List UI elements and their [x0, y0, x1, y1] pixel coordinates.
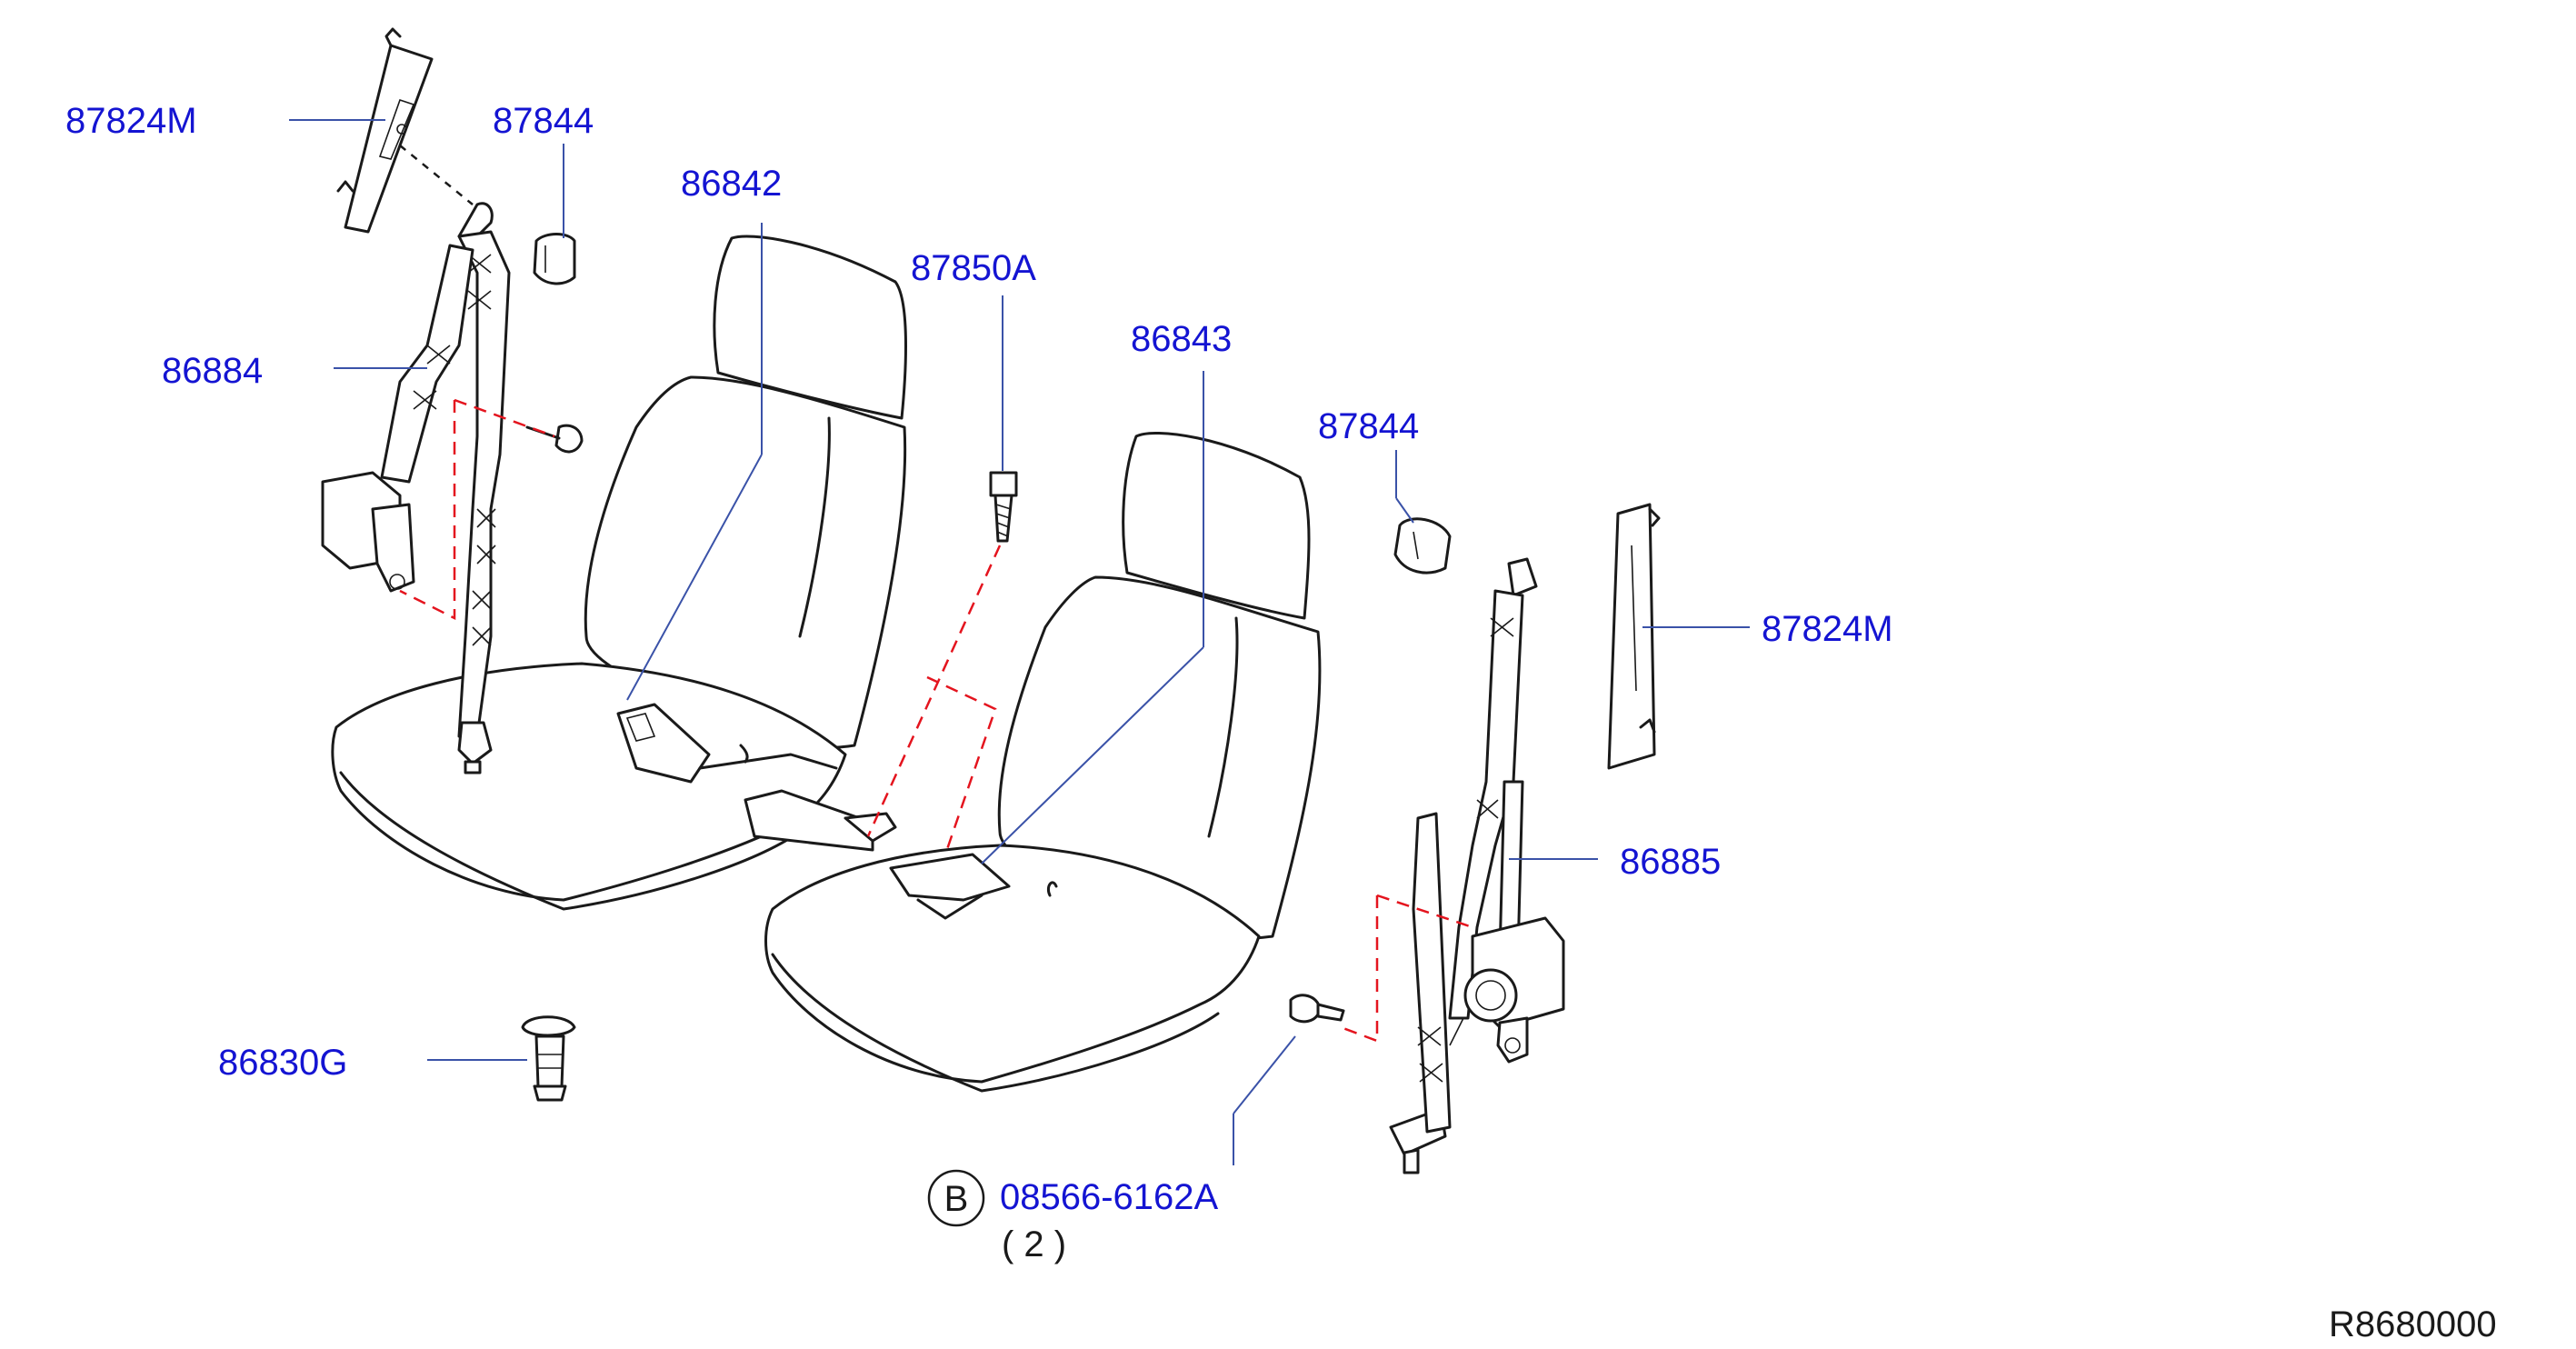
bolt-87850a [866, 471, 1018, 855]
callout-87824m-right: 87824M [1762, 609, 1893, 649]
bolt-quantity: ( 2 ) [1002, 1224, 1066, 1264]
callout-87824m-left: 87824M [65, 101, 197, 141]
left-pillar-trim [336, 27, 474, 234]
right-seat-belt-assembly [1289, 557, 1565, 1174]
right-seat-illustration [744, 431, 1322, 1093]
bolt-type-circle [927, 1169, 985, 1227]
left-belt-guide-clip [533, 233, 576, 285]
callout-86842: 86842 [681, 164, 782, 204]
callout-87850a: 87850A [911, 248, 1036, 288]
callout-08566-6162a: B 08566-6162A ( 2 ) [927, 1169, 1219, 1264]
callout-87844-right: 87844 [1318, 406, 1419, 446]
diagram-reference-code: R8680000 [2329, 1304, 2497, 1344]
callout-86885: 86885 [1620, 842, 1721, 882]
callout-86843: 86843 [1131, 319, 1232, 359]
clip-86830g [521, 1015, 576, 1102]
right-pillar-trim [1607, 503, 1661, 770]
callout-86884: 86884 [162, 351, 263, 391]
bolt-part-number: 08566-6162A [1000, 1177, 1219, 1217]
left-seat-belt-assembly [321, 202, 584, 774]
right-belt-guide-clip [1393, 517, 1452, 575]
bolt-type-label: B [944, 1179, 969, 1219]
callout-87844-left: 87844 [493, 101, 594, 141]
callout-86830g: 86830G [218, 1043, 347, 1083]
leader-lines [289, 119, 1750, 1165]
